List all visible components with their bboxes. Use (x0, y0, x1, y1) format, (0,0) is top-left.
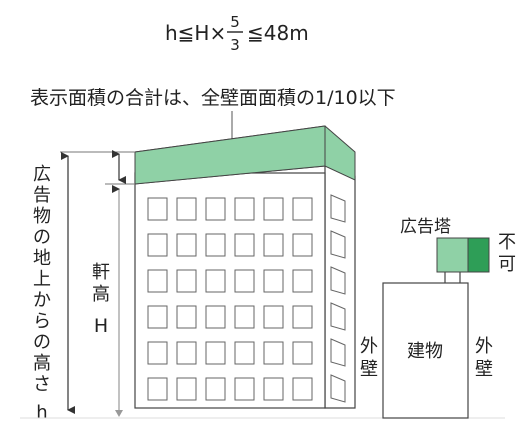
height-label-char: の (33, 227, 51, 248)
side-window (330, 230, 346, 259)
wall-right-char: 壁 (475, 359, 493, 380)
formula: h≦H× 5 3 ≦48m (165, 13, 309, 54)
height-label-char: 広 (33, 164, 51, 185)
side-window (330, 302, 346, 331)
exterior-wall-left-label: 外壁 (360, 336, 378, 380)
height-label-char: か (33, 290, 51, 311)
window (263, 377, 284, 401)
window (263, 197, 284, 221)
eave-height-label: 軒高H (92, 262, 110, 337)
height-label-char: の (33, 332, 51, 353)
side-window (330, 374, 346, 403)
formula-lhs: h≦H× (165, 21, 226, 45)
window (176, 341, 197, 365)
window (234, 341, 255, 365)
window (292, 197, 313, 221)
window (263, 269, 284, 293)
exterior-wall-right-label: 外壁 (475, 336, 493, 380)
window (147, 377, 168, 401)
side-window (330, 194, 346, 223)
formula-rhs: ≦48m (247, 21, 309, 45)
eave-label-char: 軒 (92, 262, 110, 283)
window (263, 233, 284, 257)
tower-sign-label: 広告塔 (400, 217, 451, 237)
verdict-char: 可 (498, 254, 516, 275)
tower-sign-dark (467, 237, 490, 273)
window (176, 197, 197, 221)
verdict-char: 不 (498, 232, 516, 253)
window (234, 233, 255, 257)
window (147, 305, 168, 329)
window (292, 341, 313, 365)
wall-left-char: 壁 (360, 359, 378, 380)
window (292, 305, 313, 329)
window (234, 269, 255, 293)
height-label-char: さ (33, 374, 51, 395)
formula-denominator: 3 (230, 36, 240, 54)
side-windows (330, 194, 346, 403)
window (234, 377, 255, 401)
side-window (330, 266, 346, 295)
window (234, 197, 255, 221)
wall-left-char: 外 (360, 336, 378, 357)
window (263, 305, 284, 329)
window (205, 341, 226, 365)
window (234, 305, 255, 329)
eave-height-arrowhead (115, 410, 123, 417)
window (176, 233, 197, 257)
tower-sign-light (436, 237, 469, 273)
height-symbol-h: h (36, 402, 47, 423)
wall-right-char: 外 (475, 336, 493, 357)
window (176, 377, 197, 401)
window (147, 197, 168, 221)
front-windows (147, 197, 313, 401)
window (292, 269, 313, 293)
right-building-label: 建物 (407, 341, 443, 362)
height-label-char: 告 (33, 185, 51, 206)
height-label-char: ら (33, 311, 51, 332)
window (292, 233, 313, 257)
rooftop-sign-front (134, 125, 326, 185)
caption-text: 表示面積の合計は、全壁面面積の1/10以下 (30, 87, 396, 109)
window (176, 305, 197, 329)
window (292, 377, 313, 401)
height-label-char: 高 (33, 353, 51, 374)
window (205, 233, 226, 257)
height-label-char: 地 (33, 248, 51, 269)
window (147, 233, 168, 257)
formula-numerator: 5 (230, 13, 240, 31)
window (147, 341, 168, 365)
height-label-char: 物 (33, 206, 51, 227)
window (205, 377, 226, 401)
height-label-char: 上 (33, 269, 51, 290)
eave-label-char: 高 (92, 284, 110, 305)
right-building (382, 282, 469, 419)
eave-symbol-H: H (94, 315, 108, 337)
window (263, 341, 284, 365)
window (147, 269, 168, 293)
tower-sign-verdict: 不可 (498, 232, 516, 275)
window (205, 197, 226, 221)
window (205, 305, 226, 329)
window (176, 269, 197, 293)
window (205, 269, 226, 293)
side-window (330, 338, 346, 367)
